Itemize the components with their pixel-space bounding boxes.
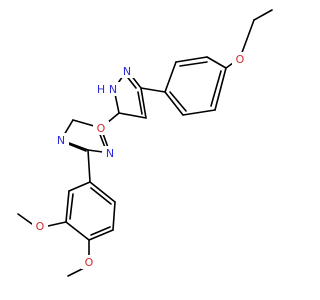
bond bbox=[137, 91, 143, 115]
bond bbox=[87, 149, 91, 183]
bond bbox=[118, 112, 147, 119]
ethoxy-oxygen-label: O bbox=[236, 53, 245, 66]
oxadiazole-oxygen-label: O bbox=[97, 122, 106, 135]
bond bbox=[69, 193, 74, 220]
bond bbox=[47, 221, 67, 227]
bond bbox=[88, 229, 114, 241]
methoxy-upper-oxygen-label: O bbox=[36, 220, 45, 233]
bond bbox=[239, 19, 255, 59]
bond bbox=[65, 221, 90, 241]
bond bbox=[169, 91, 187, 112]
bond bbox=[164, 61, 177, 93]
atom-labels: O N H N O N N O O bbox=[32, 52, 248, 269]
bond bbox=[206, 56, 227, 69]
pyrazole-nh-nitrogen-label: N bbox=[109, 83, 117, 96]
bond bbox=[112, 201, 116, 231]
bond bbox=[17, 213, 33, 225]
pyrazole-hydrogen-label: H bbox=[97, 83, 105, 96]
bond bbox=[164, 91, 184, 116]
bond bbox=[90, 187, 112, 205]
bond bbox=[179, 61, 208, 67]
pyrazole-nitrogen-label: N bbox=[123, 65, 131, 78]
bond bbox=[67, 267, 85, 277]
bond bbox=[90, 226, 111, 236]
oxadiazole-nitrogen-right-label: N bbox=[106, 147, 114, 160]
methoxy-lower-oxygen-label: O bbox=[85, 256, 94, 269]
bond bbox=[210, 70, 222, 107]
bond bbox=[182, 109, 216, 116]
bond bbox=[253, 9, 273, 21]
bond bbox=[89, 181, 116, 203]
bond bbox=[140, 87, 166, 93]
bond bbox=[68, 181, 91, 192]
molecule-structure: O N H N O N N O O bbox=[17, 9, 273, 277]
bond bbox=[65, 190, 70, 223]
bond bbox=[65, 142, 87, 152]
oxadiazole-nitrogen-left-label: N bbox=[57, 134, 65, 147]
bond bbox=[175, 56, 208, 63]
bond bbox=[214, 67, 227, 111]
bond bbox=[140, 87, 147, 119]
